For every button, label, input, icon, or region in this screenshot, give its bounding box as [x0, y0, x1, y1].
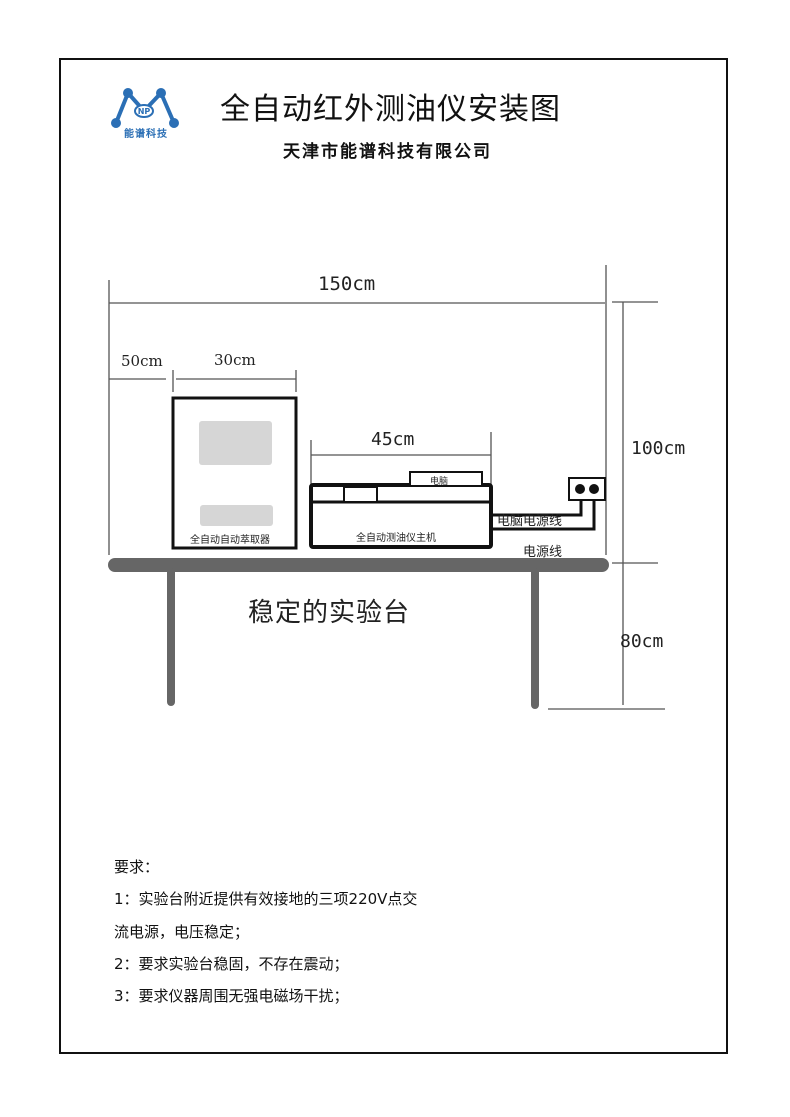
bench-height-label: 80cm	[620, 631, 664, 652]
host-width-label: 45cm	[371, 429, 415, 450]
extractor-box	[171, 396, 298, 550]
left-margin-label: 50cm	[121, 352, 163, 370]
extractor-label: 全自动自动萃取器	[190, 535, 270, 546]
power-cable-label: 电源线	[523, 545, 563, 560]
host-small-box	[343, 486, 378, 503]
company-logo-icon: NP	[111, 88, 179, 128]
power-cable	[491, 500, 596, 531]
extractor-panel	[199, 421, 272, 465]
requirement-line: 3：要求仪器周围无强电磁场干扰；	[114, 987, 349, 1005]
company-name: 天津市能谱科技有限公司	[283, 142, 492, 162]
host-label: 全自动测油仪主机	[356, 533, 436, 544]
computer-power-cable	[491, 500, 583, 517]
extractor-width-label: 30cm	[214, 351, 256, 369]
computer-box	[409, 471, 483, 487]
total-width-label: 150cm	[318, 273, 376, 295]
logo-text: 能谱科技	[124, 129, 168, 140]
logo-mark-text: NP	[138, 107, 151, 116]
computer-power-cable-label: 电脑电源线	[497, 514, 563, 529]
height-label: 100cm	[631, 438, 686, 459]
socket-hole-right	[589, 484, 599, 494]
requirement-line: 2：要求实验台稳固，不存在震动；	[114, 955, 349, 973]
socket-hole-left	[575, 484, 585, 494]
page-frame	[59, 58, 728, 1054]
extractor-slot	[200, 505, 273, 526]
power-socket	[568, 477, 606, 501]
requirement-line: 1：实验台附近提供有效接地的三项220V点交	[114, 890, 418, 908]
page-title: 全自动红外测油仪安装图	[220, 92, 561, 127]
bench-label: 稳定的实验台	[248, 598, 411, 628]
requirements-heading: 要求：	[114, 858, 160, 876]
computer-label: 电脑	[430, 477, 449, 487]
requirement-line: 流电源，电压稳定；	[114, 923, 250, 941]
